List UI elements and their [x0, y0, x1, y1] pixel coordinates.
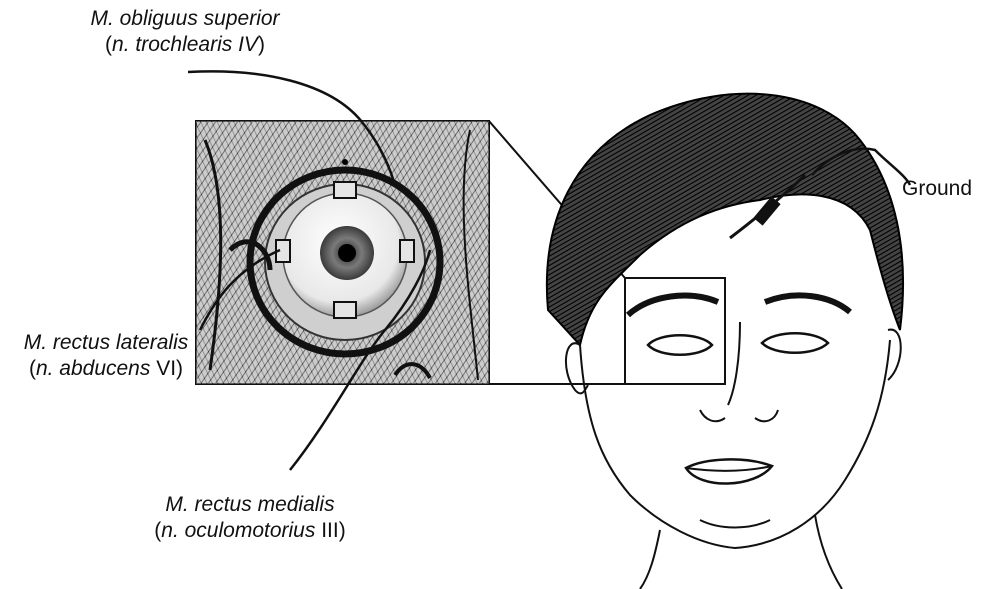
eye-right [648, 335, 712, 355]
pupil [338, 244, 356, 262]
label-rectus-medialis-muscle: M. rectus medialis [120, 492, 380, 518]
label-rectus-lateralis-muscle: M. rectus lateralis [6, 330, 206, 356]
electrode-medial [400, 240, 414, 262]
eye-left [762, 333, 828, 353]
electrode-superior [334, 182, 356, 198]
nose [700, 322, 778, 421]
label-ground: Ground [902, 176, 992, 202]
label-obliquus-superior: M. obliguus superior (n. trochlearis IV) [20, 6, 350, 58]
label-rectus-medialis-nerve: (n. oculomotorius III) [120, 518, 380, 544]
label-obliquus-superior-muscle: M. obliguus superior [20, 6, 350, 32]
eye-inset-panel [196, 121, 489, 384]
label-rectus-lateralis-nerve: (n. abducens VI) [6, 356, 206, 382]
ear-left [888, 330, 901, 380]
eyebrow-left [765, 295, 850, 312]
electrode-inferior [334, 302, 356, 318]
eyebrow-right [628, 296, 718, 315]
face-drawing [547, 94, 903, 589]
label-rectus-lateralis: M. rectus lateralis (n. abducens VI) [6, 330, 206, 382]
label-rectus-medialis: M. rectus medialis (n. oculomotorius III… [120, 492, 380, 544]
label-obliquus-superior-nerve: (n. trochlearis IV) [20, 32, 350, 58]
face-outline [580, 340, 890, 548]
